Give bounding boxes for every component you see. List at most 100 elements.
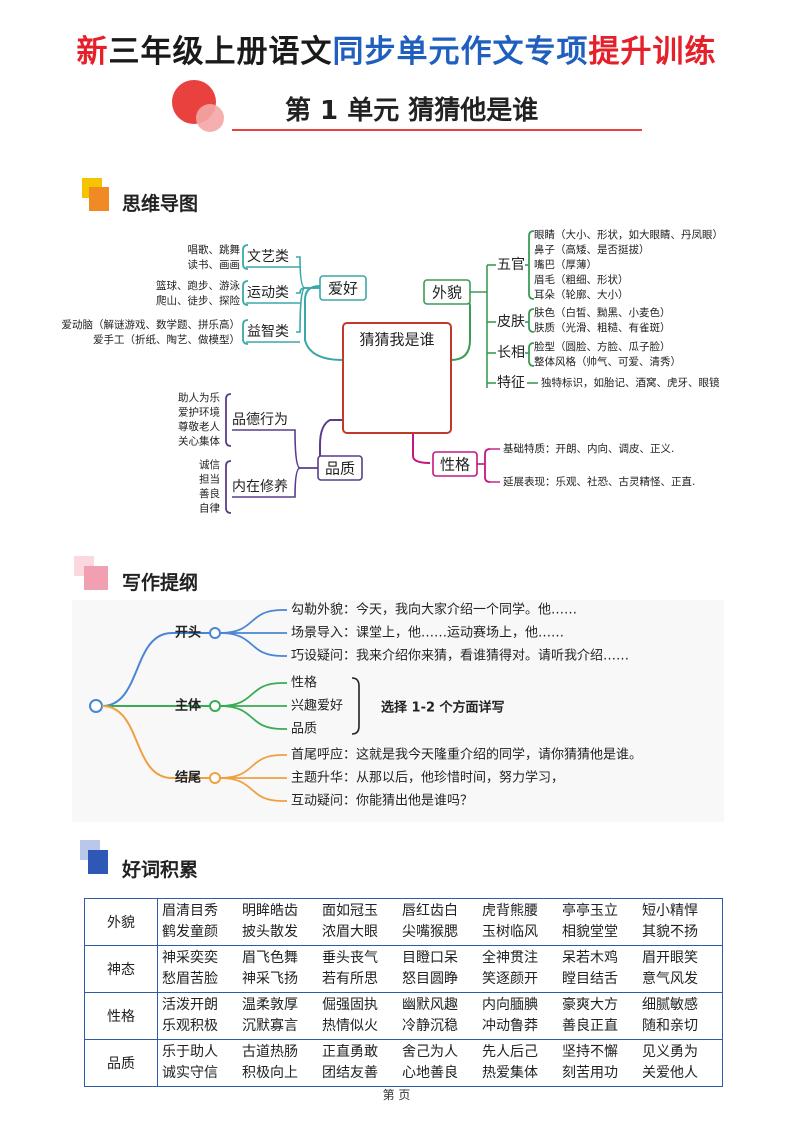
vocab-category: 品质 (84, 1039, 158, 1087)
outline-item: 主题升华：从那以后，他珍惜时间，努力学习， (291, 770, 564, 786)
vocab-table: 外貌眉清目秀明眸皓齿面如冠玉唇红齿白虎背熊腰亭亭玉立短小精悍鹤发童颜披头散发浓眉… (84, 898, 723, 1087)
vocab-word: 怒目圆睁 (402, 971, 458, 987)
vocab-word: 垂头丧气 (322, 950, 378, 966)
bracket (528, 308, 535, 333)
vocab-word: 意气风发 (642, 971, 698, 987)
vocab-word: 先人后己 (482, 1044, 538, 1060)
hobby-group-label: 文艺类 (247, 249, 289, 265)
vocab-word: 尖嘴猴腮 (402, 924, 458, 940)
quality-item: 助人为乐 (178, 391, 220, 404)
vocab-word: 积极向上 (242, 1065, 298, 1081)
outline-note: 选择 1-2 个方面详写 (381, 700, 505, 716)
vocab-word: 神采奕奕 (162, 950, 218, 966)
quality-item: 诚信 (199, 459, 220, 471)
vocab-word: 虎背熊腰 (482, 903, 538, 919)
vocab-word: 乐于助人 (162, 1044, 218, 1060)
outline-item: 品质 (291, 722, 317, 737)
mind-map: 猜猜我是谁爱好文艺类唱歌、跳舞读书、画画运动类篮球、跑步、游泳爬山、徒步、探险益… (62, 228, 724, 515)
quality-label: 品质 (325, 460, 355, 478)
main-title-part: 同步单元作文专项 (332, 34, 589, 70)
bracket (528, 342, 535, 367)
vocab-word: 若有所思 (322, 971, 378, 987)
hobby-item: 篮球、跑步、游泳 (156, 279, 240, 292)
bracket (484, 448, 491, 483)
vocab-words: 眉清目秀明眸皓齿面如冠玉唇红齿白虎背熊腰亭亭玉立短小精悍鹤发童颜披头散发浓眉大眼… (157, 898, 723, 946)
appearance-item: 眼睛（大小、形状，如大眼睛、丹凤眼） (534, 228, 723, 241)
vocab-word: 刻苦用功 (562, 1065, 618, 1081)
vocab-word: 正直勇敢 (322, 1044, 378, 1060)
appearance-item: 肤色（白皙、黝黑、小麦色） (534, 306, 671, 319)
personality-item: 基础特质：开朗、内向、调皮、正义. (503, 442, 674, 455)
vocab-word: 亭亭玉立 (562, 903, 618, 919)
unit-underline (232, 129, 642, 131)
vocab-word: 关爱他人 (642, 1065, 698, 1081)
hobby-item: 爱手工（折纸、陶艺、做模型） (93, 333, 240, 346)
vocab-word: 眉清目秀 (162, 903, 218, 919)
vocab-word: 随和亲切 (642, 1018, 698, 1034)
quality-item: 关心集体 (178, 435, 220, 448)
vocab-word: 明眸皓齿 (242, 903, 298, 919)
section-title-outline: 写作提纲 (122, 572, 199, 594)
quality-item: 担当 (199, 473, 220, 486)
hobby-label-box (319, 275, 367, 301)
quality-item: 尊敬老人 (178, 420, 220, 433)
hobby-label: 爱好 (328, 280, 358, 298)
hobby-group-label: 益智类 (247, 324, 289, 340)
vocab-word: 笑逐颜开 (482, 971, 538, 987)
bracket (351, 677, 360, 735)
vocab-word: 浓眉大眼 (322, 924, 378, 940)
outline-item: 性格 (291, 675, 317, 691)
main-title-part: 新 (76, 34, 109, 70)
vocab-word: 冷静沉稳 (402, 1018, 458, 1034)
root-node (89, 699, 103, 713)
vocab-word: 乐观积极 (162, 1018, 218, 1034)
vocab-word: 面如冠玉 (322, 903, 378, 919)
bracket (225, 393, 232, 447)
vocab-category: 外貌 (84, 898, 158, 946)
vocab-word: 内向腼腆 (482, 997, 538, 1013)
bracket (242, 244, 249, 270)
quality-label-box (317, 455, 363, 481)
outline-branch-label: 结尾 (175, 770, 201, 786)
bracket (225, 460, 232, 514)
vocab-word: 古道热肠 (242, 1044, 298, 1060)
appearance-label-box (423, 279, 471, 305)
vocab-words: 乐于助人古道热肠正直勇敢舍己为人先人后己坚持不懈见义勇为诚实守信积极向上团结友善… (157, 1039, 723, 1087)
vocab-word: 热情似火 (322, 1018, 378, 1034)
vocab-words: 神采奕奕眉飞色舞垂头丧气目瞪口呆全神贯注呆若木鸡眉开眼笑愁眉苦脸神采飞扬若有所思… (157, 945, 723, 993)
section-title-mindmap: 思维导图 (122, 193, 199, 215)
hobby-item: 爱动脑（解谜游戏、数学题、拼乐高） (62, 318, 241, 331)
appearance-group-label: 五官 (497, 257, 525, 273)
unit-decoration-circles (170, 80, 230, 135)
quality-item: 善良 (199, 487, 220, 500)
vocab-category: 性格 (84, 992, 158, 1040)
vocab-word: 倔强固执 (322, 997, 378, 1013)
vocab-words: 活泼开朗温柔敦厚倔强固执幽默风趣内向腼腆豪爽大方细腻敏感乐观积极沉默寡言热情似火… (157, 992, 723, 1040)
vocab-category: 神态 (84, 945, 158, 993)
appearance-item: 耳朵（轮廓、大小） (534, 288, 629, 301)
outline-item: 首尾呼应：这就是我今天隆重介绍的同学，请你猜猜他是谁。 (291, 747, 642, 763)
hobby-item: 读书、画画 (188, 258, 241, 271)
bracket (242, 319, 249, 345)
section-icon (82, 178, 112, 214)
appearance-item: 整体风格（帅气、可爱、清秀） (534, 355, 681, 368)
vocab-word: 玉树临风 (482, 924, 538, 940)
appearance-item: 脸型（圆脸、方脸、瓜子脸） (534, 340, 671, 353)
appearance-item: 鼻子（高矮、是否挺拔） (534, 243, 650, 256)
section-icon (74, 556, 114, 596)
vocab-word: 愁眉苦脸 (162, 971, 218, 987)
personality-label: 性格 (440, 456, 470, 474)
quality-group-label: 内在修养 (232, 479, 288, 495)
center-label: 猜猜我是谁 (359, 331, 434, 349)
vocab-word: 鹤发童颜 (162, 924, 218, 940)
vocab-word: 相貌堂堂 (562, 924, 618, 940)
outline-item: 巧设疑问：我来介绍你来猜，看谁猜得对。请听我介绍…… (291, 648, 629, 664)
branch-node (209, 772, 221, 784)
vocab-row: 神态神采奕奕眉飞色舞垂头丧气目瞪口呆全神贯注呆若木鸡眉开眼笑愁眉苦脸神采飞扬若有… (84, 945, 723, 993)
main-title-part: 三年级上册语文 (108, 34, 333, 70)
vocab-word: 呆若木鸡 (562, 950, 618, 966)
vocab-word: 坚持不懈 (562, 1044, 618, 1060)
vocab-word: 唇红齿白 (402, 903, 458, 919)
writing-outline: 开头勾勒外貌：今天，我向大家介绍一个同学。他……场景导入：课堂上，他……运动赛场… (72, 600, 724, 822)
vocab-word: 舍己为人 (402, 1044, 458, 1060)
